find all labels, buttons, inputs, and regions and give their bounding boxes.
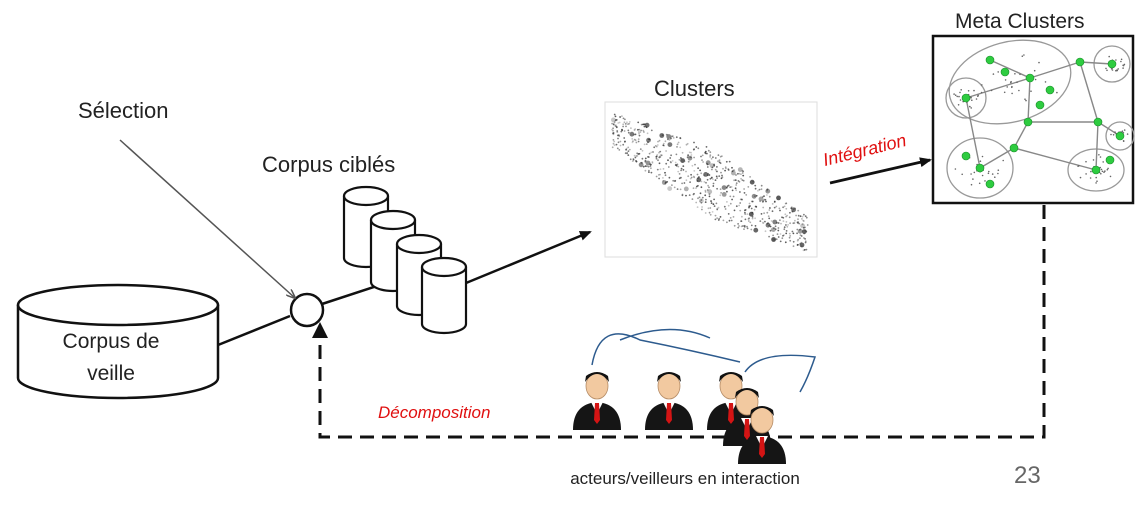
selection-label: Sélection (78, 98, 169, 123)
corpus-veille-label: Corpus de veille (62, 330, 160, 385)
corpus-cibles-label: Corpus ciblés (262, 152, 396, 177)
connector-line (217, 314, 291, 347)
corpus-veille-database-icon (16, 283, 220, 400)
feedback-loop-line (318, 205, 1046, 439)
page-number: 23 (1014, 462, 1041, 489)
selection-node-icon (289, 292, 325, 328)
person-icon (644, 371, 694, 431)
arrow-to-meta-clusters (829, 157, 932, 185)
interaction-curves (591, 328, 817, 393)
actors-group (572, 371, 787, 465)
clusters-scatter-thumbnail (604, 101, 818, 258)
corpus-cibles-database-icon (342, 185, 468, 335)
actors-label: acteurs/veilleurs en interaction (570, 469, 800, 488)
arrow-to-clusters (465, 230, 592, 285)
decomposition-label: Décomposition (378, 403, 491, 422)
meta-clusters-label: Meta Clusters (955, 10, 1085, 33)
selection-arrow (119, 139, 295, 298)
clusters-label: Clusters (654, 76, 735, 101)
meta-clusters-graph-thumbnail (931, 34, 1135, 205)
person-icon (572, 371, 622, 431)
feedback-arrowhead (312, 322, 328, 338)
